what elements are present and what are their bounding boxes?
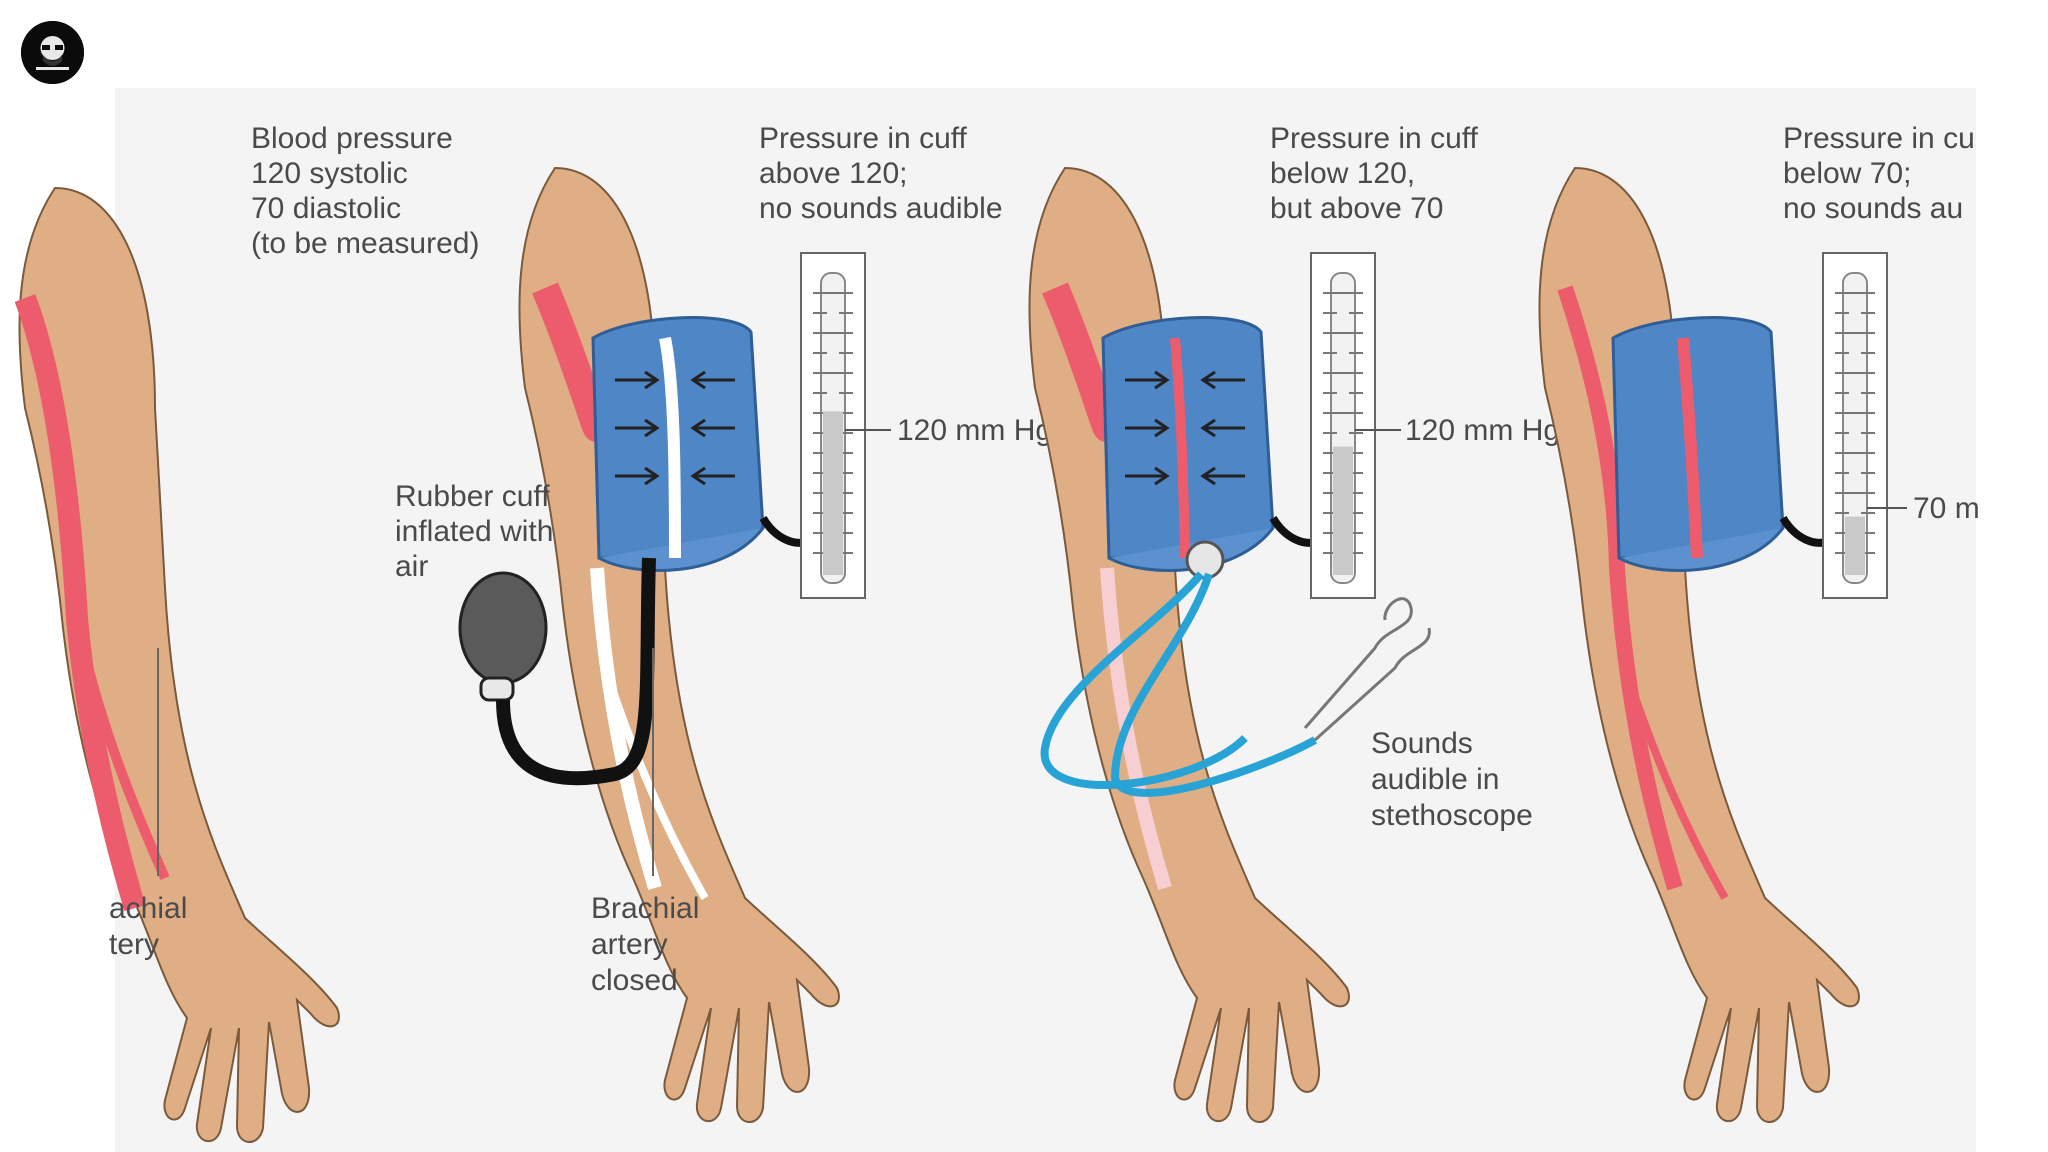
- arrow-left-icon: [1200, 418, 1245, 438]
- panel-4-label: Pressure in cu below 70; no sounds au: [1783, 122, 1983, 225]
- gauge-label-3: 120 mm Hg: [1405, 414, 1560, 447]
- gauge-2: [800, 252, 866, 599]
- arrow-right-icon: [615, 466, 660, 486]
- arrow-left-icon: [1200, 466, 1245, 486]
- panel-2-label: Pressure in cuff above 120; no sounds au…: [759, 122, 1003, 225]
- gauge-3: [1310, 252, 1376, 599]
- arrow-right-icon: [1125, 466, 1170, 486]
- panel-1: Blood pressure 120 systolic 70 diastolic…: [14, 122, 479, 1144]
- blood-pressure-diagram: Blood pressure 120 systolic 70 diastolic…: [14, 88, 1980, 1152]
- panel-3-label: Pressure in cuff below 120, but above 70: [1270, 122, 1486, 225]
- arrow-left-icon: [690, 370, 735, 390]
- arrow-right-icon: [615, 418, 660, 438]
- cuff-note-label: Rubber cuff inflated with air: [395, 480, 562, 583]
- panel-4: 70 m Pressure in cu below 70; no sounds …: [1538, 122, 1983, 1124]
- arrow-left-icon: [1200, 370, 1245, 390]
- arrow-left-icon: [690, 418, 735, 438]
- panel-2-artery-label: Brachial artery closed: [591, 892, 708, 997]
- panel-1-artery-label: achial tery: [109, 892, 196, 961]
- arrow-right-icon: [615, 370, 660, 390]
- gauge-label-4: 70 m: [1913, 492, 1980, 525]
- gauge-label-2: 120 mm Hg: [897, 414, 1052, 447]
- mercury-column-3: [1333, 446, 1353, 575]
- arm-2: [518, 167, 840, 1124]
- arm-4: [1538, 167, 1860, 1124]
- stethoscope-label: Sounds audible in stethoscope: [1371, 727, 1533, 832]
- panel-2: Rubber cuff inflated with air 120 mm Hg …: [395, 122, 1052, 1124]
- gauge-4: [1822, 252, 1888, 599]
- artery-1: [14, 294, 146, 912]
- panel-1-label: Blood pressure 120 systolic 70 diastolic…: [251, 122, 479, 260]
- mercury-column-4: [1845, 516, 1865, 575]
- cuff-2: [591, 316, 765, 572]
- cuff-3: [1101, 316, 1323, 572]
- cuff-4: [1611, 316, 1833, 572]
- arrow-right-icon: [1125, 370, 1170, 390]
- arm-3: [1028, 167, 1350, 1124]
- arrow-left-icon: [690, 466, 735, 486]
- stethoscope: [1040, 540, 1431, 797]
- arrow-right-icon: [1125, 418, 1170, 438]
- bulb-pump: [458, 515, 813, 786]
- mercury-column-2: [823, 411, 843, 575]
- arm-1: [14, 187, 340, 1144]
- panel-3: 120 mm Hg Pressure in cuff below 120, bu…: [1028, 122, 1560, 1124]
- avatar[interactable]: [21, 21, 84, 84]
